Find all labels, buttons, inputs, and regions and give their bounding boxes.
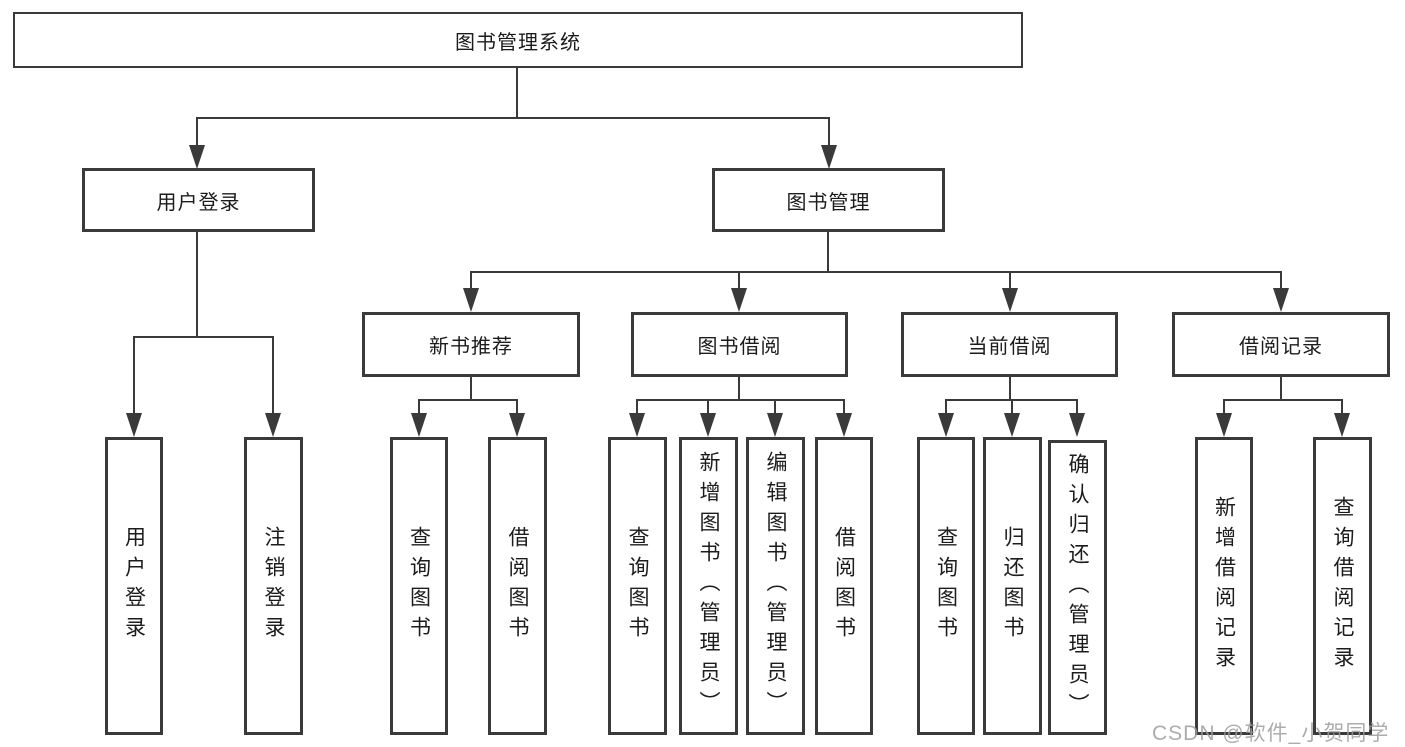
node-new-rec: 新书推荐 <box>362 312 580 377</box>
arrow-down-rec-borrow <box>509 413 525 437</box>
leaf-cb-return-books: 归还图书 <box>983 437 1042 735</box>
connector-root-stub <box>516 66 518 119</box>
node-library-system-label: 图书管理系统 <box>455 31 581 54</box>
connector-user-login-stub <box>196 232 198 338</box>
arrow-down-leaf-user-login <box>126 413 142 437</box>
leaf-br-query-record: 查询借阅记录 <box>1313 437 1372 735</box>
leaf-bb-query-books-label: 查询图书 <box>626 526 649 646</box>
leaf-bb-add-books-admin: 新增图书（管理员） <box>679 437 738 735</box>
leaf-cb-confirm-return-admin: 确认归还（管理员） <box>1048 440 1107 735</box>
leaf-user-login-label: 用户登录 <box>122 526 146 646</box>
arrow-down-bb-edit <box>767 413 783 437</box>
connector-current-borrow-stub <box>1009 377 1011 401</box>
arrow-down-br-add <box>1216 413 1232 437</box>
arrow-down-current-borrow <box>1002 288 1018 312</box>
arrow-down-user-login <box>189 145 205 169</box>
node-borrow-records: 借阅记录 <box>1172 312 1390 377</box>
connector-shaft-bb-borrow <box>843 399 845 417</box>
node-current-borrow: 当前借阅 <box>901 312 1118 377</box>
connector-shaft-br-add <box>1223 399 1225 417</box>
node-current-borrow-label: 当前借阅 <box>967 336 1052 358</box>
leaf-bb-add-books-admin-label: 新增图书（管理员） <box>697 451 720 721</box>
connector-shaft-rec-query <box>418 399 420 417</box>
connector-shaft-cb-confirm <box>1076 399 1078 417</box>
connector-book-mgmt-stub <box>827 232 829 273</box>
leaf-bb-borrow-books: 借阅图书 <box>815 437 873 735</box>
csdn-watermark: CSDN @软件_小贺同学 <box>1152 722 1390 745</box>
arrow-down-new-rec <box>463 288 479 312</box>
leaf-cb-confirm-return-admin-label: 确认归还（管理员） <box>1066 452 1089 723</box>
leaf-br-add-record: 新增借阅记录 <box>1195 437 1253 735</box>
node-book-borrow: 图书借阅 <box>631 312 848 377</box>
node-library-system: 图书管理系统 <box>13 12 1023 68</box>
leaf-rec-query-books: 查询图书 <box>390 437 448 735</box>
connector-root-rail <box>196 117 830 119</box>
node-book-mgmt: 图书管理 <box>712 168 945 232</box>
node-user-login: 用户登录 <box>82 168 315 232</box>
connector-book-borrow-rail <box>636 399 844 401</box>
connector-shaft-current-borrow <box>1009 271 1011 291</box>
connector-shaft-new-rec <box>470 271 472 291</box>
connector-shaft-book-borrow <box>738 271 740 291</box>
arrow-down-book-mgmt <box>821 145 837 169</box>
connector-new-rec-rail <box>418 399 518 401</box>
leaf-br-add-record-label: 新增借阅记录 <box>1212 496 1236 676</box>
node-book-borrow-label: 图书借阅 <box>697 336 782 358</box>
node-borrow-records-label: 借阅记录 <box>1239 336 1323 358</box>
arrow-down-rec-query <box>411 413 427 437</box>
arrow-down-cb-return <box>1004 413 1020 437</box>
leaf-cb-return-books-label: 归还图书 <box>1001 526 1024 646</box>
connector-borrow-records-rail <box>1223 399 1343 401</box>
arrow-down-bb-borrow <box>836 413 852 437</box>
arrow-down-book-borrow <box>731 288 747 312</box>
connector-book-borrow-stub <box>738 377 740 401</box>
connector-user-login-rail <box>133 336 274 338</box>
connector-shaft-bb-query <box>636 399 638 417</box>
connector-shaft-br-query <box>1341 399 1343 417</box>
leaf-br-query-record-label: 查询借阅记录 <box>1331 496 1354 676</box>
arrow-down-bb-add <box>700 413 716 437</box>
connector-book-mgmt-rail <box>470 271 1282 273</box>
leaf-bb-borrow-books-label: 借阅图书 <box>832 526 856 646</box>
node-new-rec-label: 新书推荐 <box>429 336 513 358</box>
arrow-down-cb-confirm <box>1069 413 1085 437</box>
node-user-login-label: 用户登录 <box>156 191 241 214</box>
node-book-mgmt-label: 图书管理 <box>786 191 871 214</box>
leaf-rec-borrow-books-label: 借阅图书 <box>506 526 529 646</box>
connector-shaft-cb-query <box>945 399 947 417</box>
connector-shaft-borrow-records <box>1280 271 1282 291</box>
connector-shaft-bb-add <box>707 399 709 417</box>
connector-borrow-records-stub <box>1280 377 1282 401</box>
leaf-cb-query-books: 查询图书 <box>917 437 975 735</box>
connector-shaft-leaf-logout <box>272 336 274 416</box>
leaf-logout-label: 注销登录 <box>262 526 285 646</box>
leaf-logout: 注销登录 <box>244 437 303 735</box>
leaf-rec-borrow-books: 借阅图书 <box>488 437 547 735</box>
leaf-cb-query-books-label: 查询图书 <box>934 526 958 646</box>
connector-shaft-user-login <box>196 117 198 150</box>
leaf-user-login: 用户登录 <box>105 437 163 735</box>
leaf-bb-edit-books-admin-label: 编辑图书（管理员） <box>764 451 787 721</box>
connector-shaft-bb-edit <box>774 399 776 417</box>
leaf-bb-edit-books-admin: 编辑图书（管理员） <box>746 437 805 735</box>
connector-shaft-leaf-user-login <box>133 336 135 416</box>
leaf-rec-query-books-label: 查询图书 <box>407 526 431 646</box>
arrow-down-borrow-records <box>1273 288 1289 312</box>
arrow-down-bb-query <box>629 413 645 437</box>
leaf-bb-query-books: 查询图书 <box>608 437 667 735</box>
connector-shaft-rec-borrow <box>516 399 518 417</box>
connector-shaft-cb-return <box>1011 399 1013 417</box>
connector-shaft-book-mgmt <box>828 117 830 150</box>
arrow-down-leaf-logout <box>265 413 281 437</box>
arrow-down-cb-query <box>938 413 954 437</box>
connector-new-rec-stub <box>470 377 472 401</box>
arrow-down-br-query <box>1334 413 1350 437</box>
